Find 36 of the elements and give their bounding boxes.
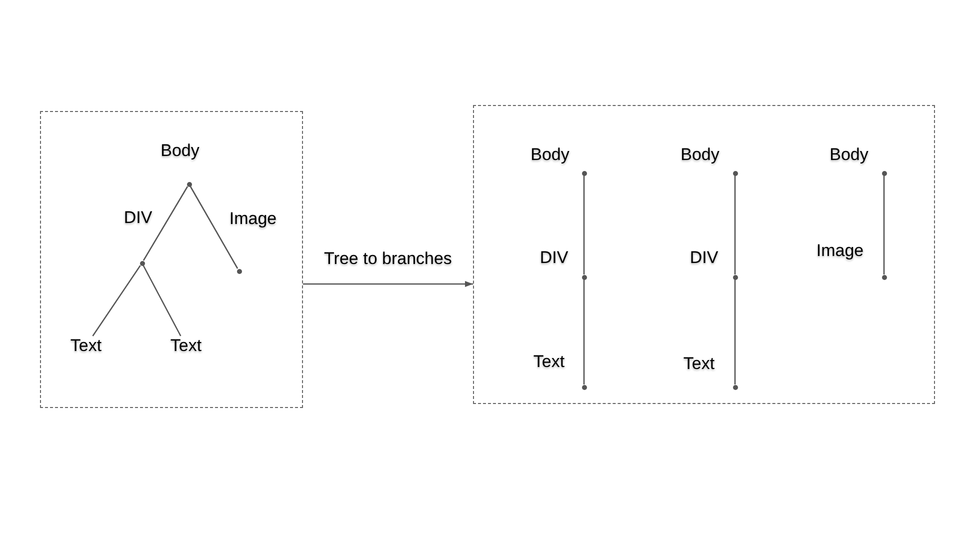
node-label: Text: [683, 354, 715, 374]
connector-line: [92, 265, 141, 336]
dot-icon: [732, 274, 738, 280]
node-label: DIV: [124, 208, 152, 228]
dot-icon: [140, 260, 144, 266]
node-label: Image: [229, 209, 277, 229]
connector-line: [142, 265, 182, 336]
dot-icon: [732, 384, 738, 390]
dot-icon: [732, 170, 738, 176]
connector-line: [583, 280, 585, 384]
arrow: [303, 281, 473, 287]
node-label: Text: [70, 336, 102, 356]
dot-icon: [236, 268, 242, 274]
connector-line: [734, 280, 736, 384]
dot-icon: [882, 170, 886, 176]
node-label: Body: [160, 141, 200, 161]
dot-icon: [582, 384, 586, 390]
connector-line: [883, 176, 885, 274]
connector-line: [142, 186, 188, 261]
dashed-frame: [473, 105, 935, 404]
dot-icon: [186, 182, 192, 186]
connector-line: [583, 176, 585, 274]
node-label: Body: [830, 145, 868, 165]
node-label: Text: [533, 352, 565, 372]
dot-icon: [582, 274, 586, 280]
node-label: DIV: [540, 248, 568, 268]
dot-icon: [582, 170, 586, 176]
connector-line: [734, 176, 736, 274]
node-label: Body: [680, 145, 720, 165]
node-label: Body: [530, 145, 570, 165]
node-label: DIV: [690, 248, 718, 268]
dashed-frame: [40, 111, 303, 408]
connector-line: [190, 186, 238, 269]
dot-icon: [882, 274, 886, 280]
node-label: Image: [816, 241, 864, 261]
node-label: Text: [170, 336, 202, 356]
